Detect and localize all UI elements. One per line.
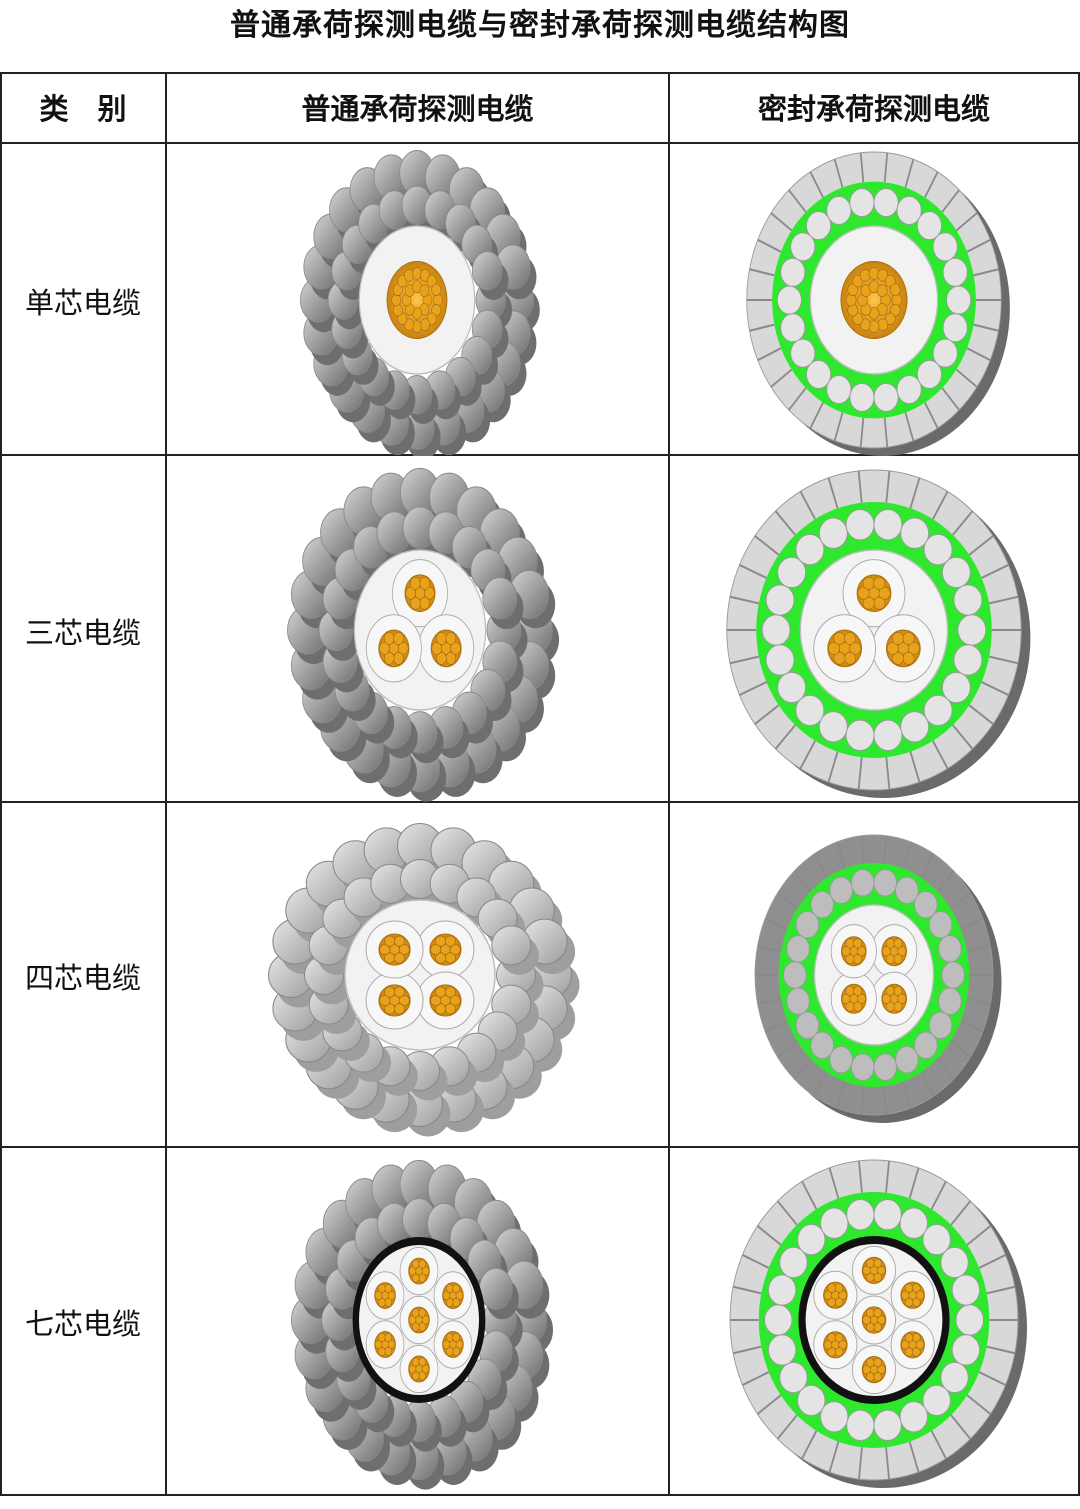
- table-rule: [165, 72, 167, 1496]
- table-border-top: [0, 72, 1080, 74]
- table-rule: [0, 801, 1080, 803]
- table-border-bottom: [0, 1494, 1080, 1496]
- header-normal-cable: 普通承荷探测电缆: [301, 92, 534, 126]
- table-border-right: [1078, 72, 1080, 1496]
- structure-table: [0, 72, 1080, 1500]
- normal-four-core-cable-image: [167, 803, 668, 1148]
- row-label-four-core: 四芯电缆: [24, 960, 141, 995]
- header-category: 类 别: [39, 92, 127, 126]
- table-rule: [0, 454, 1080, 456]
- sealed-four-core-cable-image: [670, 803, 1078, 1148]
- sealed-seven-core-cable-image: [670, 1148, 1078, 1496]
- normal-single-core-cable-image: [167, 146, 668, 456]
- table-border-left: [0, 72, 2, 1496]
- header-sealed-cable: 密封承荷探测电缆: [757, 92, 990, 126]
- row-label-seven-core: 七芯电缆: [24, 1307, 141, 1341]
- page-title: 普通承荷探测电缆与密封承荷探测电缆结构图: [230, 8, 850, 43]
- normal-three-core-cable-image: [167, 458, 668, 803]
- row-label-three-core: 三芯电缆: [24, 615, 141, 650]
- sealed-single-core-cable-image: [670, 146, 1078, 456]
- table-rule: [668, 72, 670, 1496]
- row-label-single-core: 单芯电缆: [24, 286, 141, 320]
- table-rule: [0, 1146, 1080, 1148]
- sealed-three-core-cable-image: [670, 458, 1078, 803]
- normal-seven-core-cable-image: [167, 1148, 668, 1496]
- table-rule: [0, 142, 1080, 144]
